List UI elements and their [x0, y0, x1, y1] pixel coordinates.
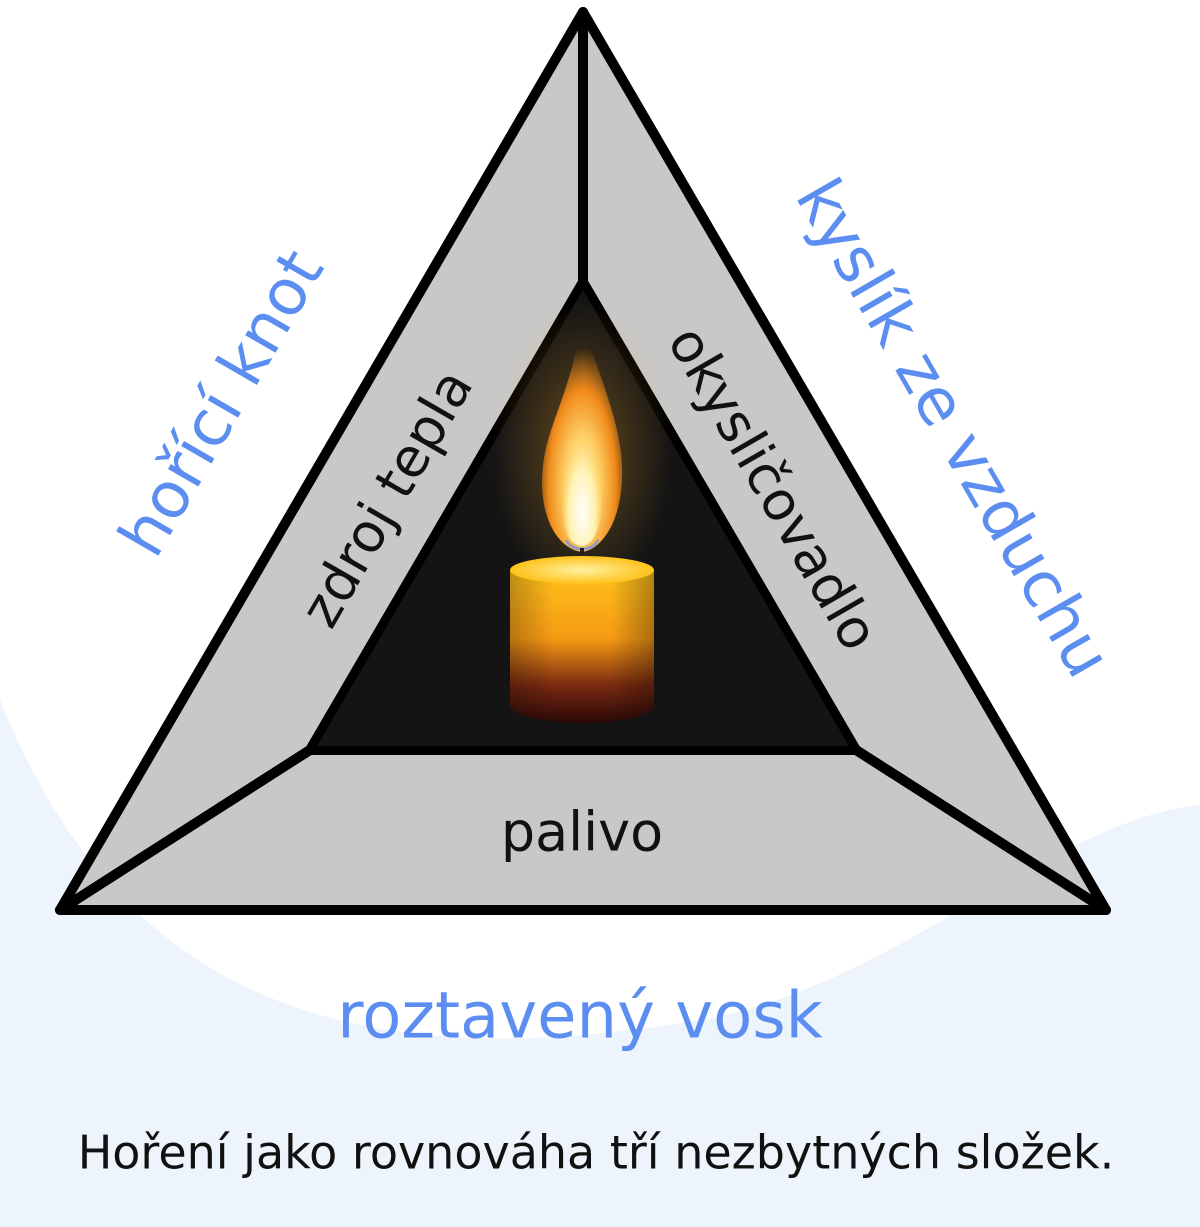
outer-label-molten-wax: roztavený vosk — [337, 980, 822, 1054]
inner-label-fuel: palivo — [501, 801, 663, 864]
candle-shading — [510, 570, 654, 723]
candle-flame-core — [562, 410, 603, 546]
background-wave — [0, 700, 1200, 1227]
candle-illustration — [492, 300, 672, 723]
candle-top — [510, 556, 654, 584]
diagram-caption: Hoření jako rovnováha tří nezbytných slo… — [78, 1126, 1115, 1180]
